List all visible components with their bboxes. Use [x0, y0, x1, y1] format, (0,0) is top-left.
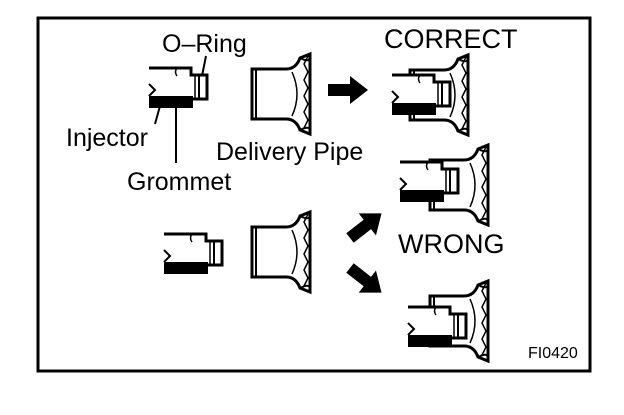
injector-part — [147, 66, 209, 110]
diagram-frame — [36, 16, 592, 373]
grommet-label: Grommet — [127, 168, 231, 196]
o-ring-leader — [201, 55, 207, 77]
correct-assembly — [390, 53, 470, 137]
wrong-assembly-upper — [398, 143, 490, 227]
figure-code: FI0420 — [528, 345, 578, 362]
injector-label: Injector — [66, 124, 148, 152]
arrow-down-right-icon — [341, 256, 391, 304]
correct-label: CORRECT — [384, 24, 518, 54]
arrow-up-right-icon — [341, 202, 391, 250]
delivery-pipe-part — [250, 52, 312, 136]
delivery-pipe-label: Delivery Pipe — [216, 138, 363, 166]
wrong-assembly-lower — [406, 279, 490, 363]
o-ring-label: O–Ring — [162, 30, 247, 58]
delivery-pipe-part-lower — [250, 210, 312, 294]
arrow-right-icon — [328, 76, 368, 104]
injector-part-lower — [162, 232, 224, 276]
injector-leader — [154, 105, 161, 125]
wrong-label: WRONG — [398, 229, 504, 259]
